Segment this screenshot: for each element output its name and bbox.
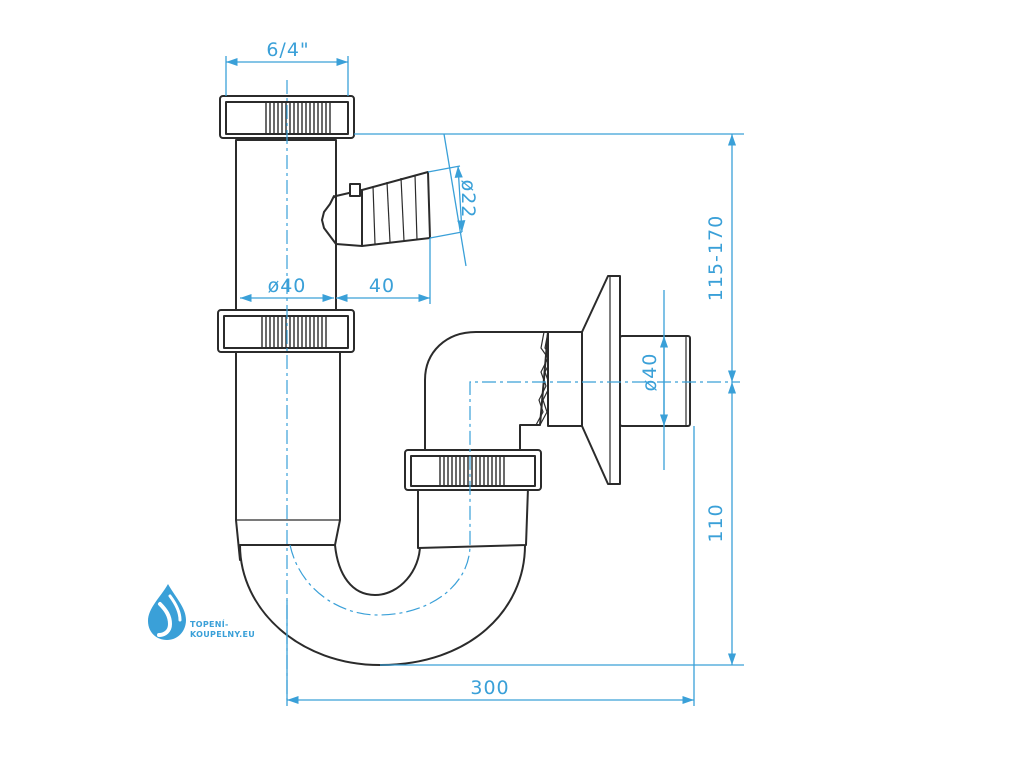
water-drops-icon	[148, 584, 186, 640]
upper-tube	[235, 139, 337, 311]
siphon-body	[217, 95, 691, 666]
dim-hose-diameter: ø22	[457, 180, 479, 219]
right-riser	[417, 487, 529, 549]
u-bend	[239, 544, 526, 666]
dim-wall-outlet-diameter: ø40	[639, 353, 661, 392]
wall-rosette	[581, 275, 621, 485]
dim-height-adjustable: 115-170	[705, 215, 727, 301]
wall-tube	[547, 331, 583, 427]
hose-connector	[321, 171, 431, 247]
logo-text: TOPENÍ- KOUPELNY.EU	[190, 620, 255, 640]
wall-outlet	[619, 335, 691, 427]
dim-side-outlet-length: 40	[369, 275, 395, 297]
dim-thread-top: 6/4"	[266, 39, 309, 61]
bottom-nut	[404, 449, 542, 491]
dimension-lines	[225, 56, 744, 706]
elbow	[424, 331, 549, 451]
dim-width-total: 300	[470, 677, 509, 699]
lower-tube	[235, 351, 341, 561]
center-lines	[286, 80, 740, 700]
middle-nut	[217, 309, 355, 353]
logo-line-1: TOPENÍ-	[190, 620, 229, 629]
dim-height-lower: 110	[705, 503, 727, 542]
logo-line-2: KOUPELNY.EU	[190, 630, 256, 639]
dim-inlet-diameter: ø40	[268, 275, 307, 297]
